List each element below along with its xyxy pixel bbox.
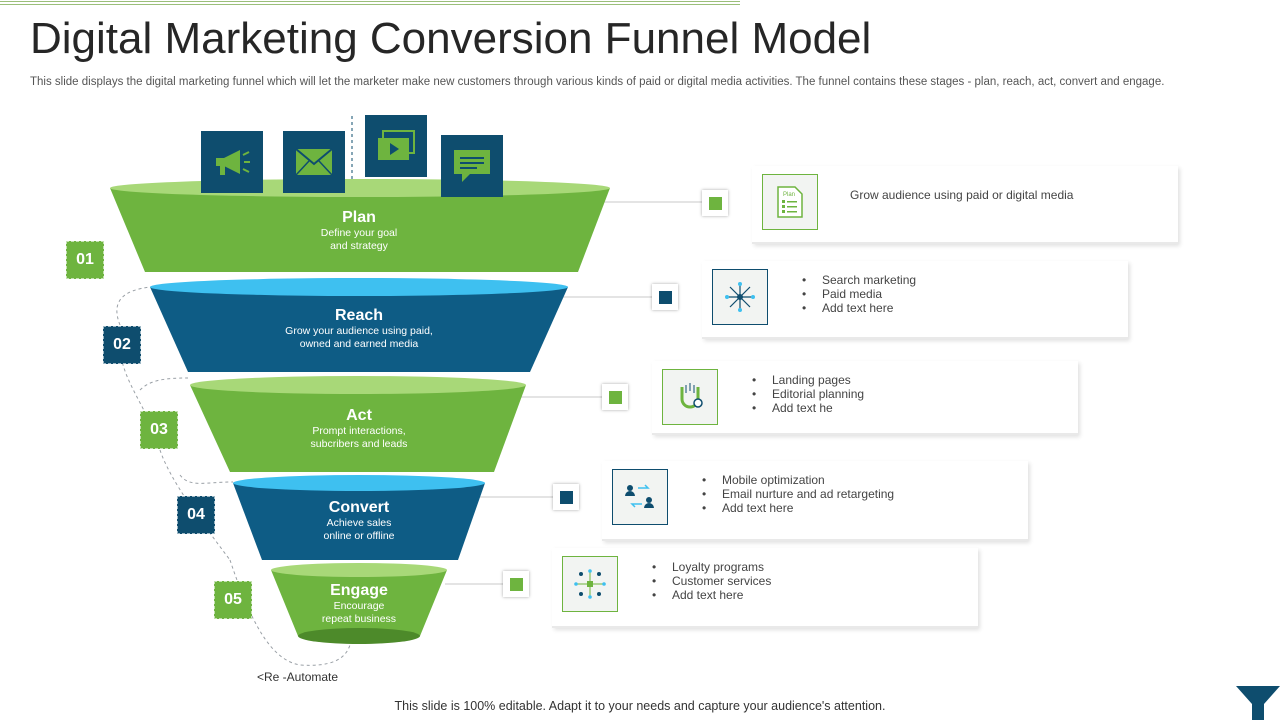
funnel-stage-engage: [271, 563, 447, 644]
stage-description: Prompt interactions, subcribers and lead…: [310, 425, 408, 450]
stage-point: Landing pages: [752, 373, 864, 387]
stage-number-badge: 02: [103, 326, 141, 364]
stage-label-plan: Plan Define your goal and strategy: [249, 209, 469, 253]
chat-icon: [441, 135, 503, 197]
stage-marker: [553, 484, 579, 510]
stage-points: Search marketing Paid media Add text her…: [802, 273, 916, 315]
funnel-stage-reach: [150, 278, 568, 372]
stage-card-reach: Search marketing Paid media Add text her…: [702, 261, 1128, 339]
plan-document-icon: Plan: [762, 174, 818, 230]
video-icon: [365, 115, 427, 177]
stage-number-badge: 01: [66, 241, 104, 279]
stage-label-engage: Engage Encourage repeat business: [249, 582, 469, 626]
stage-name: Act: [346, 407, 372, 424]
stage-point: Editorial planning: [752, 387, 864, 401]
footer-note: This slide is 100% editable. Adapt it to…: [394, 699, 886, 713]
svg-text:Plan: Plan: [783, 192, 795, 198]
stage-description: Define your goal and strategy: [320, 227, 398, 252]
header-rule: [0, 0, 740, 6]
stage-marker: [602, 384, 628, 410]
stage-point: Add text here: [702, 501, 894, 515]
stage-number-badge: 03: [140, 411, 178, 449]
envelope-icon: [283, 131, 345, 193]
stage-card-plan: Plan Grow audience using paid or digital…: [752, 166, 1178, 244]
stage-description: Encourage repeat business: [321, 600, 397, 625]
stage-label-act: Act Prompt interactions, subcribers and …: [249, 407, 469, 451]
funnel-stage-act: [190, 376, 526, 472]
stage-description: Achieve sales online or offline: [323, 517, 395, 542]
stage-number-badge: 05: [214, 581, 252, 619]
stage-point: Email nurture and ad retargeting: [702, 487, 894, 501]
stage-point: Loyalty programs: [652, 560, 771, 574]
connector-lines: [445, 201, 702, 585]
stage-points: Loyalty programs Customer services Add t…: [652, 560, 771, 602]
stage-summary: Grow audience using paid or digital medi…: [850, 188, 1074, 202]
funnel-stage-convert: [233, 475, 485, 560]
community-icon: [562, 556, 618, 612]
automate-label: <Re -Automate: [257, 670, 339, 684]
stage-point: Add text he: [752, 401, 864, 415]
stage-points: Mobile optimization Email nurture and ad…: [702, 473, 894, 515]
stage-point: Mobile optimization: [702, 473, 894, 487]
funnel-logo-icon: [1236, 686, 1280, 720]
stage-point: Add text here: [802, 301, 916, 315]
stage-label-reach: Reach Grow your audience using paid, own…: [249, 307, 469, 351]
stage-point: Customer services: [652, 574, 771, 588]
stage-description: Grow your audience using paid, owned and…: [285, 325, 433, 350]
stage-marker: [702, 190, 728, 216]
stage-points: Landing pages Editorial planning Add tex…: [752, 373, 864, 415]
stage-name: Plan: [342, 209, 376, 226]
stage-card-convert: Mobile optimization Email nurture and ad…: [602, 461, 1028, 541]
stage-name: Engage: [330, 582, 388, 599]
network-icon: [712, 269, 768, 325]
megaphone-icon: [201, 131, 263, 193]
stage-marker: [652, 284, 678, 310]
stage-name: Convert: [328, 499, 390, 516]
magnet-icon: [662, 369, 718, 425]
stage-name: Reach: [334, 307, 384, 324]
stage-point: Paid media: [802, 287, 916, 301]
stage-card-engage: Loyalty programs Customer services Add t…: [552, 548, 978, 628]
stage-number-badge: 04: [177, 496, 215, 534]
stage-marker: [503, 571, 529, 597]
stage-card-act: Landing pages Editorial planning Add tex…: [652, 361, 1078, 435]
exchange-users-icon: [612, 469, 668, 525]
stage-point: Add text here: [652, 588, 771, 602]
page-title: Digital Marketing Conversion Funnel Mode…: [30, 14, 872, 63]
stage-point: Search marketing: [802, 273, 916, 287]
stage-label-convert: Convert Achieve sales online or offline: [249, 499, 469, 543]
page-subtitle: This slide displays the digital marketin…: [30, 76, 1165, 88]
